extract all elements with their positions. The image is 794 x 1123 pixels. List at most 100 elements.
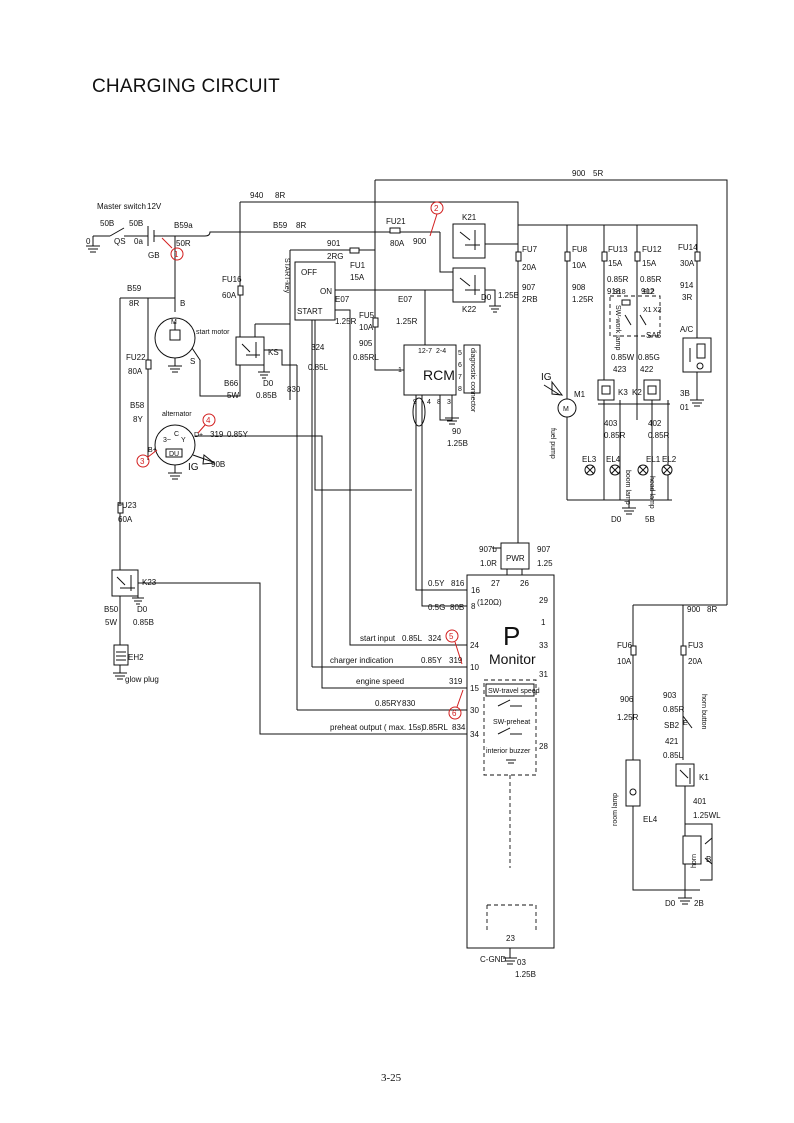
monitor-input-label: charger indication xyxy=(330,656,393,665)
fuse-rating: 10A xyxy=(617,657,632,666)
ks-relay-group: FU16 60A KS D0 0.85B B66 5W 830 324 0.85… xyxy=(189,275,329,710)
monitor-pin: 16 xyxy=(471,586,480,595)
fuse-fu3 xyxy=(680,645,687,656)
fuse-fu23 xyxy=(117,503,124,514)
page-title: CHARGING CIRCUIT xyxy=(92,76,280,97)
wire-label: 1.25 xyxy=(537,559,553,568)
monitor-unit: PWR 907b 1.0R 907 1.25 P Monitor 27 16 8… xyxy=(297,345,555,979)
wire-label: 2RB xyxy=(522,295,538,304)
wire-label: 0.85R xyxy=(607,275,629,284)
switch-sa5 xyxy=(609,295,661,337)
wire-label: 402 xyxy=(648,419,662,428)
wire-label: 1.0R xyxy=(480,559,497,568)
wire-label: 0.85B xyxy=(133,618,154,627)
fuse-label: FU5 xyxy=(359,311,375,320)
wire-label: 1.25R xyxy=(572,295,594,304)
key-off: OFF xyxy=(301,268,317,277)
rcm-pin: 12-7 xyxy=(418,348,432,355)
page-number: 3-25 xyxy=(381,1072,402,1084)
wire-label: 0.85W xyxy=(611,353,635,362)
master-switch: Master switch 12V 50B 50B 0 QS 0a GB B59… xyxy=(86,202,330,260)
relay-label: K3 xyxy=(618,388,628,397)
fuel-pump-label: fuel pump xyxy=(549,428,556,459)
horn-label: horn xyxy=(691,854,698,868)
callout-number: 5 xyxy=(449,632,454,641)
wire-label: D0 xyxy=(665,899,676,908)
right-lower-branch: 900 8R FU6 10A 906 1.25R EL4 room lamp F… xyxy=(612,604,727,908)
callout-1: 1 xyxy=(161,237,184,261)
motor-m: M xyxy=(563,406,569,413)
fuse-label: FU21 xyxy=(386,217,406,226)
rcm-pin: 6 xyxy=(458,362,462,369)
wire-label: D0 xyxy=(481,293,492,302)
wire-label: B59 xyxy=(273,221,288,230)
wire-label: 3R xyxy=(682,293,692,302)
fuse-label: FU7 xyxy=(522,245,538,254)
fuse-rating: 80A xyxy=(128,367,143,376)
wire-label: 5R xyxy=(593,169,603,178)
wire-label: 421 xyxy=(665,737,679,746)
motor-terminal: S xyxy=(190,357,195,366)
wire-label: 403 xyxy=(604,419,618,428)
wire-label: 01 xyxy=(680,403,689,412)
right-fuse-group: FU7 20A 907 2RB FU8 10A 908 1.25R FU13 1… xyxy=(515,224,712,500)
gb-label: GB xyxy=(148,251,160,260)
wire-label: E07 xyxy=(335,295,350,304)
monitor-switch-block xyxy=(483,679,537,776)
monitor-pin: 1 xyxy=(541,618,546,627)
lamp-label: boom lamp xyxy=(624,470,631,505)
component-label: EH2 xyxy=(128,653,144,662)
horn-b: B xyxy=(706,855,711,864)
wire-label: 1.25R xyxy=(617,713,639,722)
wire-label: 906 xyxy=(620,695,634,704)
fuse-rating: 20A xyxy=(522,263,537,272)
callout-number: 1 xyxy=(174,250,179,259)
monitor-pin: 8 xyxy=(471,602,476,611)
qs-label: QS xyxy=(114,237,126,246)
wire-label: 940 xyxy=(250,191,264,200)
start-key-label: START-key xyxy=(283,258,290,294)
fuse-label: FU13 xyxy=(608,245,628,254)
key-on: ON xyxy=(320,287,332,296)
motor-terminal: B xyxy=(180,299,185,308)
callout-number: 3 xyxy=(140,457,145,466)
monitor-pin: 29 xyxy=(539,596,548,605)
wire-label: 5B xyxy=(645,515,655,524)
callout-6: 6 xyxy=(448,689,464,720)
rcm-pin: 8 xyxy=(437,399,441,406)
wire-label: 0.85R xyxy=(604,431,626,440)
glow-plug-eh2 xyxy=(113,644,129,666)
wire-label: 918 xyxy=(607,287,621,296)
fuse-label: FU22 xyxy=(126,353,146,362)
alt-3: 3~ xyxy=(163,437,171,444)
fuse-fu6 xyxy=(630,645,637,656)
wire-label: 918 xyxy=(614,289,626,296)
wire-label: 907 xyxy=(522,283,536,292)
horn-button-label: horn button xyxy=(700,694,707,730)
sw-label: SW-preheat xyxy=(493,719,530,726)
wire-label: 0.85L xyxy=(402,634,423,643)
wire-label: 1.25WL xyxy=(693,811,721,820)
wire-label: 912 xyxy=(643,289,655,296)
rcm-module: RCM 1 12-7 2-4 5 6 7 8 9 4 8 3 diagnosti… xyxy=(398,344,481,607)
lamp-label: EL2 xyxy=(662,455,677,464)
fuse-fu22 xyxy=(145,359,152,370)
wire-label: 905 xyxy=(359,339,373,348)
wire-label: 50R xyxy=(176,239,191,248)
alternator-group: FU22 80A B58 8Y alternator 3~ C Y DU B+ … xyxy=(126,298,323,660)
switch-e: E xyxy=(683,720,688,727)
fuse-rating: 15A xyxy=(608,259,623,268)
wire-label: 422 xyxy=(640,365,654,374)
wire-label: 0.85R xyxy=(663,705,685,714)
wire-label: D0 xyxy=(611,515,622,524)
alt-c: C xyxy=(174,431,179,438)
rcm-pin: 4 xyxy=(427,399,431,406)
fuse-fu13 xyxy=(601,251,608,262)
fuse-label: FU12 xyxy=(642,245,662,254)
wire-label: 90B xyxy=(211,460,225,469)
wire-label: 0.85L xyxy=(308,363,329,372)
wire-label: 423 xyxy=(613,365,627,374)
relay-label: KS xyxy=(268,348,279,357)
alt-du xyxy=(165,448,183,458)
